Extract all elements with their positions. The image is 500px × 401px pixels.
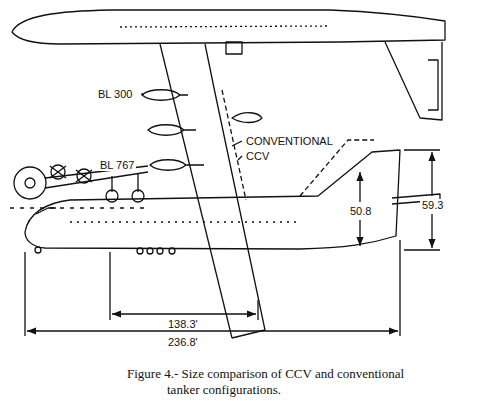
- gear-strut: [112, 173, 138, 192]
- fuselage-centerline: [120, 26, 330, 27]
- wing-leading-edge: [160, 44, 232, 338]
- buttline-label: BL 767: [98, 159, 136, 171]
- fuselage-side: [25, 150, 400, 249]
- leader-line: [238, 156, 242, 160]
- dimension-line: [112, 313, 256, 314]
- dimension-value: 59.3: [420, 199, 445, 211]
- main-gear: [137, 248, 143, 254]
- dimension-value: 138.3': [166, 318, 200, 330]
- configuration-label: CCV: [244, 150, 271, 162]
- figure-caption: Figure 4.- Size comparison of CCV and co…: [127, 366, 437, 398]
- main-gear: [157, 248, 163, 254]
- horizontal-tail-plan: [385, 42, 442, 120]
- dimension-value: 50.8: [348, 205, 373, 217]
- wing-fairing: [226, 42, 242, 54]
- engine-blades: [50, 166, 92, 182]
- gear-wheel: [106, 190, 118, 202]
- buttline-label: BL 300: [96, 88, 134, 100]
- fuselage-plan: [12, 10, 445, 44]
- dimension-line: [27, 330, 398, 331]
- leader-line: [141, 93, 144, 94]
- configuration-label: CONVENTIONAL: [244, 135, 335, 147]
- nose-gear: [35, 247, 41, 253]
- wing-trailing-edge: [205, 44, 265, 338]
- engine-pod: [148, 125, 196, 136]
- cockpit-window: [36, 208, 56, 214]
- engine-pod: [150, 160, 204, 171]
- elevator-line: [428, 60, 438, 110]
- dimension-value: 236.8': [166, 336, 200, 348]
- engine-pod: [142, 90, 188, 101]
- leader-line: [232, 141, 242, 146]
- ground-marks: [10, 207, 150, 208]
- main-gear: [147, 248, 153, 254]
- conventional-fin: [300, 140, 374, 196]
- conventional-trailing-edge: [222, 90, 246, 200]
- fuselage-front: [14, 167, 46, 199]
- gear-wheel: [132, 190, 144, 202]
- window-line: [70, 221, 300, 222]
- main-gear: [169, 248, 175, 254]
- fuselage-front-inner: [25, 178, 35, 188]
- flap-track: [232, 113, 262, 123]
- extension-line: [25, 240, 400, 336]
